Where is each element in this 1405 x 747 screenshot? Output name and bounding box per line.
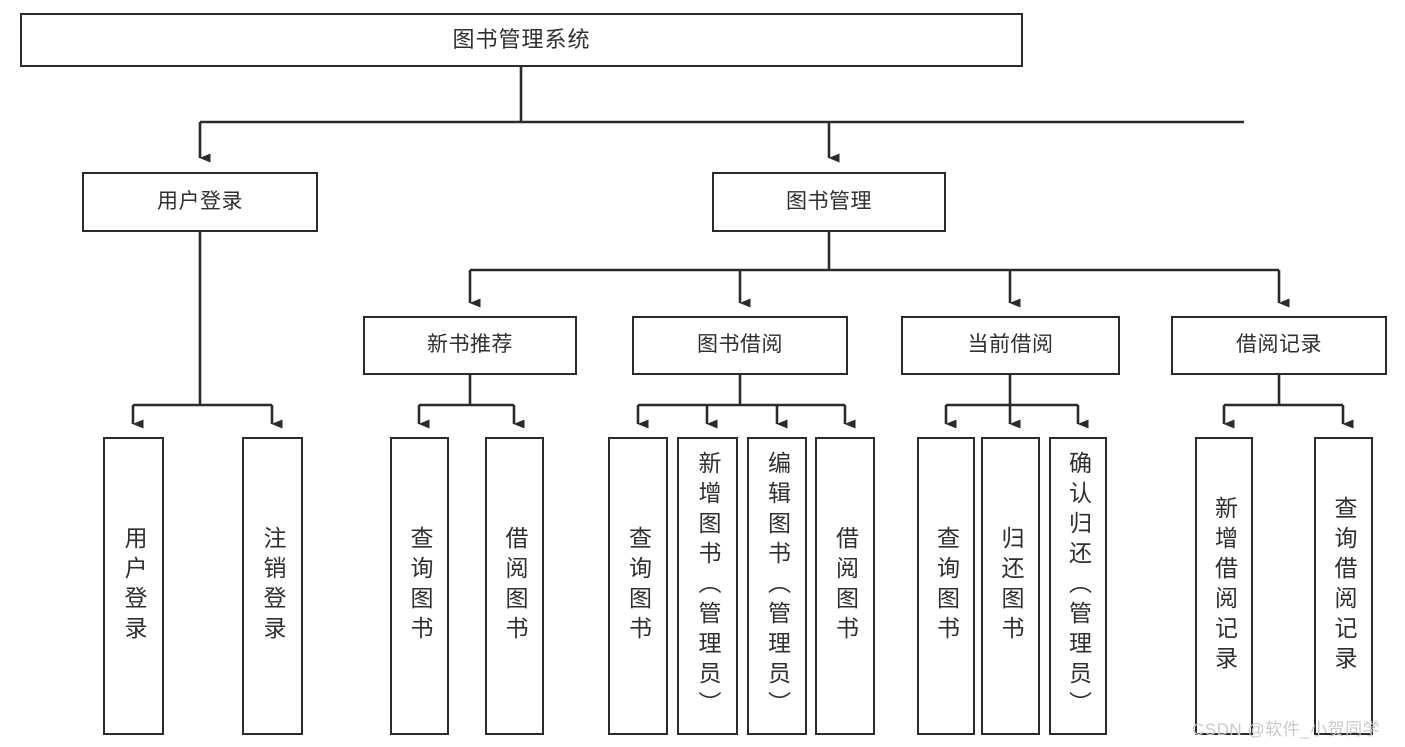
node-label: 借阅记录 [1236,333,1322,357]
node-root-library-management-system[interactable]: 图书管理系统 [20,13,1023,67]
node-label: 借阅图书 [502,526,528,646]
node-book-borrow[interactable]: 图书借阅 [632,316,848,375]
node-label: 查询借阅记录 [1331,496,1357,676]
watermark: CSDN @软件_小贺同学 [1192,720,1381,739]
leaf-query-book[interactable]: 查询图书 [608,437,668,735]
node-label: 图书管理系统 [452,27,591,53]
leaf-add-borrow-record[interactable]: 新增借阅记录 [1195,437,1253,735]
leaf-borrow-book[interactable]: 借阅图书 [815,437,875,735]
leaf-edit-book-admin[interactable]: 编辑图书（管理员） [747,437,807,735]
leaf-add-book-admin[interactable]: 新增图书（管理员） [677,437,738,735]
node-label: 编辑图书（管理员） [764,451,791,721]
leaf-confirm-return-admin[interactable]: 确认归还（管理员） [1049,437,1107,735]
node-label: 图书管理 [786,189,872,213]
node-book-management[interactable]: 图书管理 [712,172,946,232]
node-label: 当前借阅 [967,333,1054,357]
node-label: 用户登录 [121,526,147,646]
node-user-login[interactable]: 用户登录 [82,172,318,232]
node-label: 查询图书 [407,526,433,646]
leaf-borrow-book-recommend[interactable]: 借阅图书 [485,437,544,735]
node-label: 确认归还（管理员） [1065,451,1092,721]
node-new-book-recommend[interactable]: 新书推荐 [363,316,577,375]
leaf-return-book[interactable]: 归还图书 [981,437,1040,735]
node-label: 归还图书 [998,526,1024,646]
leaf-query-borrow-record[interactable]: 查询借阅记录 [1314,437,1373,735]
node-borrow-record[interactable]: 借阅记录 [1171,316,1387,375]
node-label: 新增借阅记录 [1211,496,1238,676]
node-label: 查询图书 [625,526,652,646]
node-label: 借阅图书 [832,526,859,646]
node-label: 新增图书（管理员） [695,451,721,721]
node-label: 查询图书 [933,526,960,646]
leaf-user-logout[interactable]: 注销登录 [242,437,303,735]
node-label: 注销登录 [260,526,286,646]
node-label: 用户登录 [157,189,243,213]
node-label: 图书借阅 [697,333,783,357]
leaf-user-login[interactable]: 用户登录 [103,437,164,735]
node-current-borrow[interactable]: 当前借阅 [901,316,1120,375]
leaf-query-book-current[interactable]: 查询图书 [917,437,975,735]
leaf-query-book-recommend[interactable]: 查询图书 [390,437,449,735]
node-label: 新书推荐 [427,333,513,357]
